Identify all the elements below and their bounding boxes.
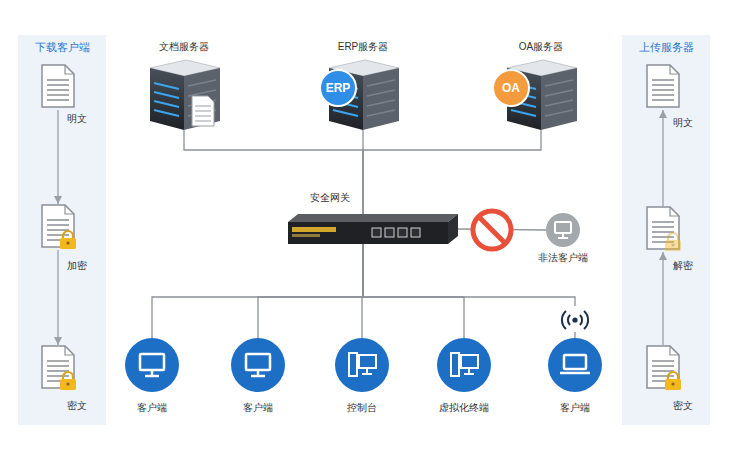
wifi-symbol-part xyxy=(562,311,566,329)
flow-arrow xyxy=(57,110,58,204)
document-node: 密文 xyxy=(645,345,681,391)
client-terminal: 控制台 xyxy=(335,338,389,392)
client-terminal: 客户端 xyxy=(548,338,602,392)
client-terminal: 客户端 xyxy=(125,338,179,392)
server-node: 文档服务器 xyxy=(150,58,218,130)
panel-heading: 上传服务器 xyxy=(622,41,710,54)
prohibition-sign-part xyxy=(479,217,505,243)
side-panel: 下载客户端明文加密密文 xyxy=(18,35,106,425)
paper-icon xyxy=(192,96,214,126)
paper-icon-part xyxy=(195,121,211,122)
network-link xyxy=(458,229,546,230)
node-label: 控制台 xyxy=(312,402,412,414)
node-label: 明文 xyxy=(67,113,107,125)
node-label: 解密 xyxy=(673,260,713,272)
node-label: 文档服务器 xyxy=(124,41,244,53)
wifi-backdrop xyxy=(562,306,588,332)
node-label: 客户端 xyxy=(208,402,308,414)
node-label: 密文 xyxy=(673,400,713,412)
node-label: 安全网关 xyxy=(310,192,390,204)
flow-arrow xyxy=(662,252,663,345)
paper-icon-part xyxy=(195,111,211,112)
gateway-device-part xyxy=(292,234,320,237)
badge-text: OA xyxy=(494,81,528,95)
node-label: 非法客户端 xyxy=(523,252,603,264)
paper-icon-part xyxy=(195,116,211,117)
document-node: 密文 xyxy=(40,345,76,391)
server-icon xyxy=(150,60,220,130)
gateway-device-part xyxy=(398,228,407,237)
wifi-symbol-part xyxy=(580,315,582,325)
app-badge: OA xyxy=(492,69,530,107)
network-link xyxy=(258,244,363,338)
network-link xyxy=(363,130,541,214)
client-terminal: 虚拟化终端 xyxy=(437,338,491,392)
server-node: ERP服务器ERP xyxy=(322,58,404,130)
gateway-device-part xyxy=(411,228,420,237)
node-label: 客户端 xyxy=(102,402,202,414)
side-panel: 上传服务器明文解密密文 xyxy=(622,35,710,425)
security-gateway: 安全网关 xyxy=(288,214,458,244)
server-node: OA服务器OA xyxy=(505,58,577,130)
flow-arrow xyxy=(57,250,58,345)
wifi-symbol-part xyxy=(568,315,570,325)
gateway-device-part xyxy=(288,214,458,222)
panel-heading: 下载客户端 xyxy=(18,41,106,54)
node-label: 客户端 xyxy=(525,402,625,414)
gateway-device-part xyxy=(288,222,448,244)
paper-icon-part xyxy=(192,96,214,126)
prohibition-sign xyxy=(473,211,511,249)
network-link xyxy=(363,244,464,338)
app-badge: ERP xyxy=(319,69,357,107)
document-node: 解密 xyxy=(645,206,681,252)
wifi-symbol-part xyxy=(584,311,588,329)
document-node: 明文 xyxy=(40,64,76,110)
node-label: 虚拟化终端 xyxy=(414,402,514,414)
node-label: 加密 xyxy=(67,260,107,272)
illegal-client: 非法客户端 xyxy=(546,213,580,247)
wifi-symbol-part xyxy=(572,317,577,322)
gateway-device-part xyxy=(448,214,458,244)
document-node: 明文 xyxy=(645,64,681,110)
paper-icon-part xyxy=(195,106,211,107)
document-node: 加密 xyxy=(40,204,76,250)
network-link xyxy=(152,244,363,338)
node-label: 密文 xyxy=(67,400,107,412)
node-label: OA服务器 xyxy=(481,41,601,53)
gateway-device-part xyxy=(372,228,381,237)
prohibition-sign-part xyxy=(473,211,511,249)
badge-text: ERP xyxy=(321,81,355,95)
wifi-symbol xyxy=(562,311,588,329)
client-terminal: 客户端 xyxy=(231,338,285,392)
node-label: ERP服务器 xyxy=(303,41,423,53)
gateway-device xyxy=(288,214,458,244)
gateway-device-part xyxy=(292,227,336,232)
node-label: 明文 xyxy=(673,117,713,129)
flow-arrow xyxy=(662,110,663,206)
gateway-device-part xyxy=(385,228,394,237)
